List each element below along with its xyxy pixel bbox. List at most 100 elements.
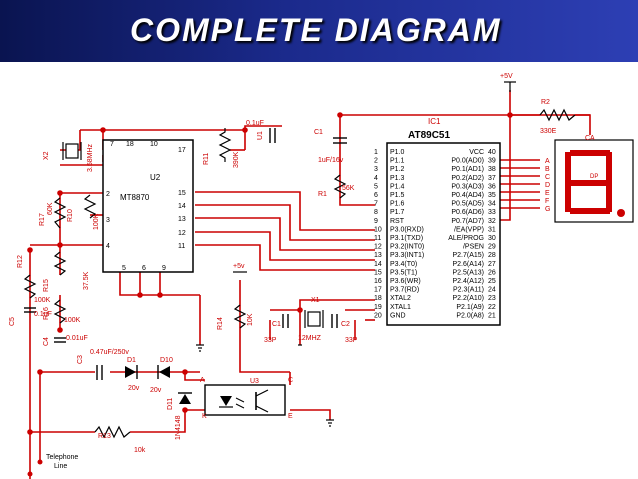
r2-ref-label: R2 bbox=[541, 99, 550, 106]
ic1-left-pin-label: P1.5 bbox=[390, 192, 405, 199]
ic1-right-pin-number: 33 bbox=[488, 209, 496, 216]
ic1-right-pin-label: P2.4(A12) bbox=[452, 278, 484, 285]
x2-value-label: 3.58MHz bbox=[87, 143, 94, 172]
u2-pin-label: 17 bbox=[178, 147, 186, 154]
c1-value-label: 1uF/16v bbox=[318, 157, 344, 164]
u2-chip: MT8870 U2 7 18 10 2 3 4 5 6 9 17 15 14 1… bbox=[102, 139, 194, 273]
ic1-right-pin-number: 23 bbox=[488, 295, 496, 302]
c5-capacitor: C5 0.1uF bbox=[9, 307, 52, 326]
ic1-right-pin-label: P0.5(AD5) bbox=[451, 201, 484, 208]
d10-ref-label: D10 bbox=[160, 357, 173, 364]
ic1-left-pin-label: P3.1(TXD) bbox=[390, 235, 423, 242]
ic1-left-pin-number: 10 bbox=[374, 226, 382, 233]
ic1-right-pin-label: P0.2(AD2) bbox=[451, 175, 484, 182]
r1-ref-label: R1 bbox=[318, 191, 327, 198]
ic1-left-pin-number: 13 bbox=[374, 252, 382, 259]
u3-pin-k: K bbox=[202, 413, 207, 420]
c2-capacitor: C2 33P bbox=[331, 314, 358, 344]
page-title: COMPLETE DIAGRAM bbox=[130, 12, 502, 48]
x1-ref-label: X1 bbox=[311, 297, 320, 304]
ic1-left-pin-label: P3.7(RD) bbox=[390, 287, 419, 294]
ic1-left-pin-label: P1.3 bbox=[390, 175, 405, 182]
u2-pin-label: 7 bbox=[110, 141, 114, 148]
ic1-left-pin-label: GND bbox=[390, 312, 406, 319]
r2-resistor: R2 330E bbox=[539, 99, 576, 135]
junction-dots bbox=[27, 112, 513, 435]
vcc-top: +5V bbox=[500, 73, 516, 92]
ic1-right-pin-number: 25 bbox=[488, 278, 496, 285]
x2-ref-label: X2 bbox=[43, 151, 50, 160]
ic1-left-pin-number: 19 bbox=[374, 304, 382, 311]
ic1-right-pin-number: 26 bbox=[488, 269, 496, 276]
ic1-right-pin-number: 34 bbox=[488, 201, 496, 208]
display-dp-label: DP bbox=[590, 174, 598, 180]
ic1-right-pin-number: 24 bbox=[488, 287, 496, 294]
u2-pin-label: 12 bbox=[178, 230, 186, 237]
c4-capacitor: C4 0.01uF bbox=[43, 335, 88, 346]
c5-value-label: 0.1uF bbox=[34, 311, 52, 318]
r15-ref-label: R15 bbox=[43, 279, 50, 292]
ic1-right-pin-label: P2.5(A13) bbox=[452, 269, 484, 276]
segment-label: G bbox=[545, 206, 550, 213]
r12-ref-label: R12 bbox=[17, 255, 24, 268]
u3-ref-label: U3 bbox=[250, 378, 259, 385]
ic1-right-pin-label: P0.3(AD3) bbox=[451, 183, 484, 190]
r17-ref-label: R17 bbox=[39, 213, 46, 226]
u2-pin-label: 13 bbox=[178, 216, 186, 223]
d11-part-label: 1N4148 bbox=[175, 415, 182, 440]
r10-resistor: R10 100K bbox=[67, 194, 100, 230]
u3-pin-a: A bbox=[200, 377, 205, 384]
ic1-left-pin-number: 14 bbox=[374, 261, 382, 268]
ic1-left-pin-number: 3 bbox=[374, 166, 378, 173]
ic1-right-pin-label: /PSEN bbox=[463, 244, 484, 251]
ground-icon bbox=[196, 344, 204, 352]
title-banner: COMPLETE DIAGRAM bbox=[0, 0, 638, 62]
ic1-right-pin-labels: VCCP0.0(AD0)P0.1(AD1)P0.2(AD2)P0.3(AD3)P… bbox=[448, 149, 484, 319]
ic1-chip: IC1 AT89C51 1234567891011121314151617181… bbox=[374, 117, 501, 326]
c1-ref-label: C1 bbox=[314, 129, 323, 136]
ic1-right-pin-number: 39 bbox=[488, 158, 496, 165]
u2-ref-label: U2 bbox=[150, 173, 161, 182]
r12-value-label: 100K bbox=[34, 297, 51, 304]
r12-resistor: R12 100K bbox=[17, 255, 51, 304]
d11-ref-label: D11 bbox=[167, 398, 174, 410]
r15-resistor: R15 37.5K bbox=[43, 251, 90, 292]
ic1-left-pin-label: P1.6 bbox=[390, 201, 405, 208]
c1-capacitor: C1 1uF/16v bbox=[314, 129, 347, 164]
r11-ref-label: R11 bbox=[203, 153, 210, 165]
ic1-right-pin-label: VCC bbox=[469, 149, 484, 156]
u2-pin-label: 11 bbox=[178, 243, 185, 250]
digit-segments bbox=[565, 150, 612, 214]
c5-ref-label: C5 bbox=[9, 317, 16, 326]
ground-icon bbox=[326, 419, 334, 427]
r17-resistor: R17 60K bbox=[39, 197, 67, 229]
u2-pin-label: 3 bbox=[106, 217, 110, 224]
ic1-left-pin-number: 7 bbox=[374, 201, 378, 208]
r14-ref-label: R14 bbox=[217, 317, 224, 330]
u2-pin-label: 6 bbox=[142, 265, 146, 272]
ic1-left-pin-label: P3.6(WR) bbox=[390, 278, 421, 285]
r2-value-label: 330E bbox=[540, 128, 557, 135]
c1b-capacitor: C1 33P bbox=[264, 314, 289, 344]
ic1-left-pin-number: 17 bbox=[374, 287, 382, 294]
ic1-right-pin-number: 40 bbox=[488, 149, 496, 156]
r10-value-label: 100K bbox=[93, 213, 100, 230]
r11-resistor: R11 390K bbox=[203, 128, 240, 168]
c3-value-label: 0.47uF/250v bbox=[90, 349, 129, 356]
u3-pin-e: E bbox=[288, 413, 293, 420]
ic1-left-pin-label: P1.7 bbox=[390, 209, 405, 216]
ic1-right-pin-label: P0.7(AD7) bbox=[451, 218, 484, 225]
r10-ref-label: R10 bbox=[67, 209, 74, 222]
ic1-left-pin-label: RST bbox=[390, 218, 405, 225]
u2-pin-label: 14 bbox=[178, 203, 186, 210]
r16-resistor: R16 100K bbox=[43, 299, 81, 324]
ic1-right-pin-label: P2.3(A11) bbox=[453, 287, 484, 294]
d10-zener-diode: D10 20v bbox=[150, 357, 173, 394]
ic1-left-pin-label: P3.2(INT0) bbox=[390, 244, 424, 251]
ic1-right-pin-label: P0.4(AD4) bbox=[451, 192, 484, 199]
c1b-value-label: 33P bbox=[264, 337, 277, 344]
ic1-right-pin-number: 30 bbox=[488, 235, 496, 242]
u2-pin-label: 2 bbox=[106, 191, 110, 198]
